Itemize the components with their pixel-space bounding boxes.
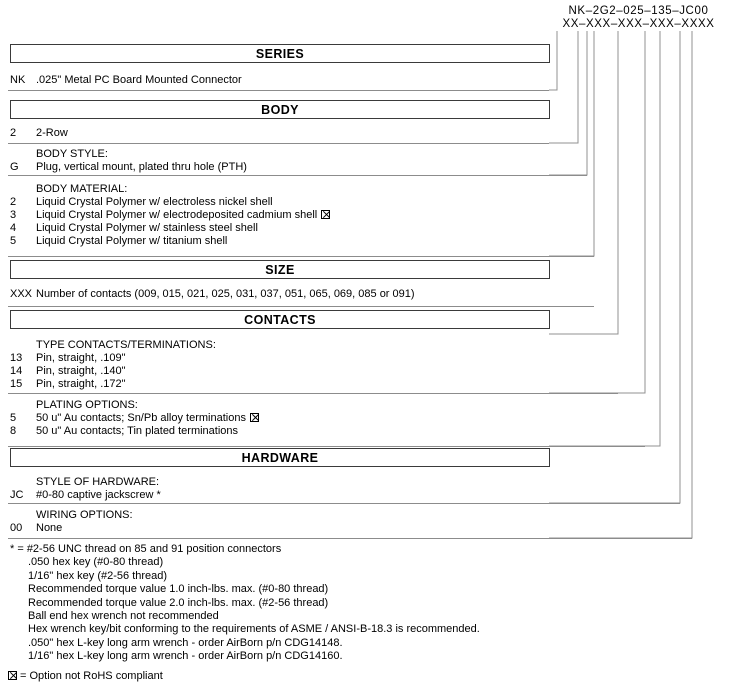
footnotes: * = #2-56 UNC thread on 85 and 91 positi… — [10, 543, 530, 664]
option-code: 2 — [10, 196, 17, 208]
section-title-text: SERIES — [255, 46, 305, 61]
section-divider — [8, 175, 587, 176]
option-code: 5 — [10, 412, 17, 424]
footnote-line: Ball end hex wrench not recommended — [28, 610, 219, 623]
option-row: 2 Liquid Crystal Polymer w/ electroless n… — [10, 196, 540, 209]
section-title-body: BODY — [10, 100, 550, 119]
option-description: .025" Metal PC Board Mounted Connector — [36, 74, 242, 86]
rohs-noncompliant-icon — [321, 210, 331, 219]
option-row: 5 Liquid Crystal Polymer w/ titanium shel… — [10, 235, 540, 248]
section-divider — [8, 538, 692, 539]
option-row: 4 Liquid Crystal Polymer w/ stainless ste… — [10, 222, 540, 235]
option-code: JC — [10, 489, 24, 501]
option-code: NK — [10, 74, 26, 86]
group-label: STYLE OF HARDWARE: — [36, 476, 160, 488]
group-label: TYPE CONTACTS/TERMINATIONS: — [36, 339, 216, 351]
part-number-example: NK–2G2–025–135–JC00 — [568, 5, 709, 17]
option-description: Pin, straight, .172" — [36, 378, 126, 390]
option-description: #0-80 captive jackscrew * — [36, 489, 161, 501]
option-row: 8 50 u" Au contacts; Tin plated terminati… — [10, 425, 540, 438]
option-code: 8 — [10, 425, 17, 437]
part-number-mask: XX–XXX–XXX–XXX–XXXX — [562, 18, 715, 30]
option-row: 3 Liquid Crystal Polymer w/ electrodeposi… — [10, 209, 540, 222]
option-description: Plug, vertical mount, plated thru hole (… — [36, 161, 247, 173]
section-divider — [8, 306, 594, 307]
option-code: G — [10, 161, 19, 173]
option-description: Liquid Crystal Polymer w/ electrodeposit… — [36, 209, 331, 221]
option-row: NK .025" Metal PC Board Mounted Connector — [10, 74, 540, 87]
option-code: 14 — [10, 365, 23, 377]
part-number-header: NK–2G2–025–135–JC00 XX–XXX–XXX–XXX–XXXX — [540, 5, 737, 31]
section-divider — [8, 446, 645, 447]
option-row: JC #0-80 captive jackscrew * — [10, 489, 540, 502]
option-code: 00 — [10, 522, 23, 534]
option-description: Pin, straight, .140" — [36, 365, 126, 377]
footnote-line: Recommended torque value 2.0 inch-lbs. m… — [28, 596, 329, 609]
rohs-legend-text: = Option not RoHS compliant — [20, 670, 163, 682]
option-description: 2-Row — [36, 127, 68, 139]
option-code: 4 — [10, 222, 17, 234]
footnote-line: Hex wrench key/bit conforming to the req… — [28, 623, 480, 636]
footnote-line: Recommended torque value 1.0 inch-lbs. m… — [28, 583, 329, 596]
section-divider — [8, 90, 549, 91]
section-title-contacts: CONTACTS — [10, 310, 550, 329]
group-label: WIRING OPTIONS: — [36, 509, 133, 521]
group-label: BODY STYLE: — [36, 148, 108, 160]
section-title-series: SERIES — [10, 44, 550, 63]
footnote-line: .050 hex key (#0-80 thread) — [28, 556, 164, 569]
option-code: XXX — [10, 288, 33, 300]
section-divider — [8, 256, 594, 257]
section-title-text: CONTACTS — [244, 312, 316, 327]
option-row: 15 Pin, straight, .172" — [10, 378, 540, 391]
option-code: 5 — [10, 235, 17, 247]
section-title-text: HARDWARE — [241, 450, 319, 465]
option-row: 00 None — [10, 522, 540, 535]
option-description: Liquid Crystal Polymer w/ titanium shell — [36, 235, 228, 247]
option-row: G Plug, vertical mount, plated thru hole … — [10, 161, 540, 174]
section-title-hardware: HARDWARE — [10, 448, 550, 467]
footnote-line: * = #2-56 UNC thread on 85 and 91 positi… — [10, 543, 282, 555]
option-code: 15 — [10, 378, 23, 390]
section-title-size: SIZE — [10, 260, 550, 279]
option-code: 3 — [10, 209, 17, 221]
option-row: 14 Pin, straight, .140" — [10, 365, 540, 378]
option-row: 2 2-Row — [10, 127, 540, 140]
option-description: Number of contacts (009, 015, 021, 025, … — [36, 288, 415, 300]
rohs-noncompliant-icon — [249, 413, 259, 422]
section-divider — [8, 143, 549, 144]
group-label: PLATING OPTIONS: — [36, 399, 138, 411]
group-label: BODY MATERIAL: — [36, 183, 128, 195]
footnote-line: 1/16" hex key (#2-56 thread) — [28, 569, 168, 582]
section-divider — [8, 393, 618, 394]
footnote-line: 1/16" hex L-key long arm wrench - order … — [28, 650, 343, 663]
option-row: 13 Pin, straight, .109" — [10, 352, 540, 365]
section-title-text: SIZE — [265, 262, 295, 277]
rohs-noncompliant-icon — [8, 671, 17, 680]
footnote-line: .050" hex L-key long arm wrench - order … — [28, 636, 343, 649]
option-description: None — [36, 522, 63, 534]
option-description: Pin, straight, .109" — [36, 352, 126, 364]
option-description: Liquid Crystal Polymer w/ electroless ni… — [36, 196, 273, 208]
option-description: 50 u" Au contacts; Tin plated terminatio… — [36, 425, 239, 437]
option-code: 2 — [10, 127, 17, 139]
rohs-legend: = Option not RoHS compliant — [8, 670, 163, 682]
option-code: 13 — [10, 352, 23, 364]
option-description: Liquid Crystal Polymer w/ stainless stee… — [36, 222, 258, 234]
section-title-text: BODY — [261, 102, 299, 117]
option-row: 5 50 u" Au contacts; Sn/Pb alloy terminat… — [10, 412, 540, 425]
section-divider — [8, 503, 680, 504]
option-description: 50 u" Au contacts; Sn/Pb alloy terminati… — [36, 412, 259, 424]
